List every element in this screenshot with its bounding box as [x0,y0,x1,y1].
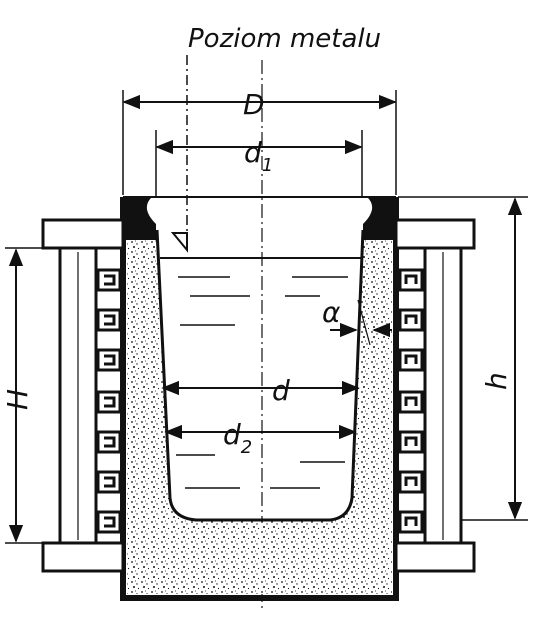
dimension-h [398,196,528,521]
dimension-D [122,90,397,195]
label-d1-main: d [244,136,262,169]
label-d2-main: d [223,418,241,451]
label-alpha: α [322,296,341,329]
right-bottom-flange [394,541,476,573]
angle-alpha [330,299,392,346]
liquid-hatching [176,276,348,489]
dimension-H [5,247,58,544]
left-top-flange [41,218,125,250]
right-top-collar [363,197,394,240]
label-d: d [272,374,290,407]
left-coil [96,268,122,534]
label-d2-sub: 2 [241,437,252,458]
right-coil [398,268,424,534]
label-d2: d2 [223,418,252,458]
refractory-lining [127,240,392,594]
left-top-collar [125,197,156,240]
left-bottom-flange [41,541,125,573]
label-H: H [1,389,34,410]
right-top-flange [394,218,476,250]
label-h: h [480,372,513,390]
crucible-inner-wall [155,229,365,522]
crucible-casing [120,197,399,601]
label-d1: d1 [244,136,273,176]
title-poziom-metalu: Poziom metalu [188,24,381,54]
metal-level-marker [170,232,188,253]
label-D: D [243,88,265,121]
label-d1-sub: 1 [262,155,273,176]
dimension-d1 [155,130,363,198]
